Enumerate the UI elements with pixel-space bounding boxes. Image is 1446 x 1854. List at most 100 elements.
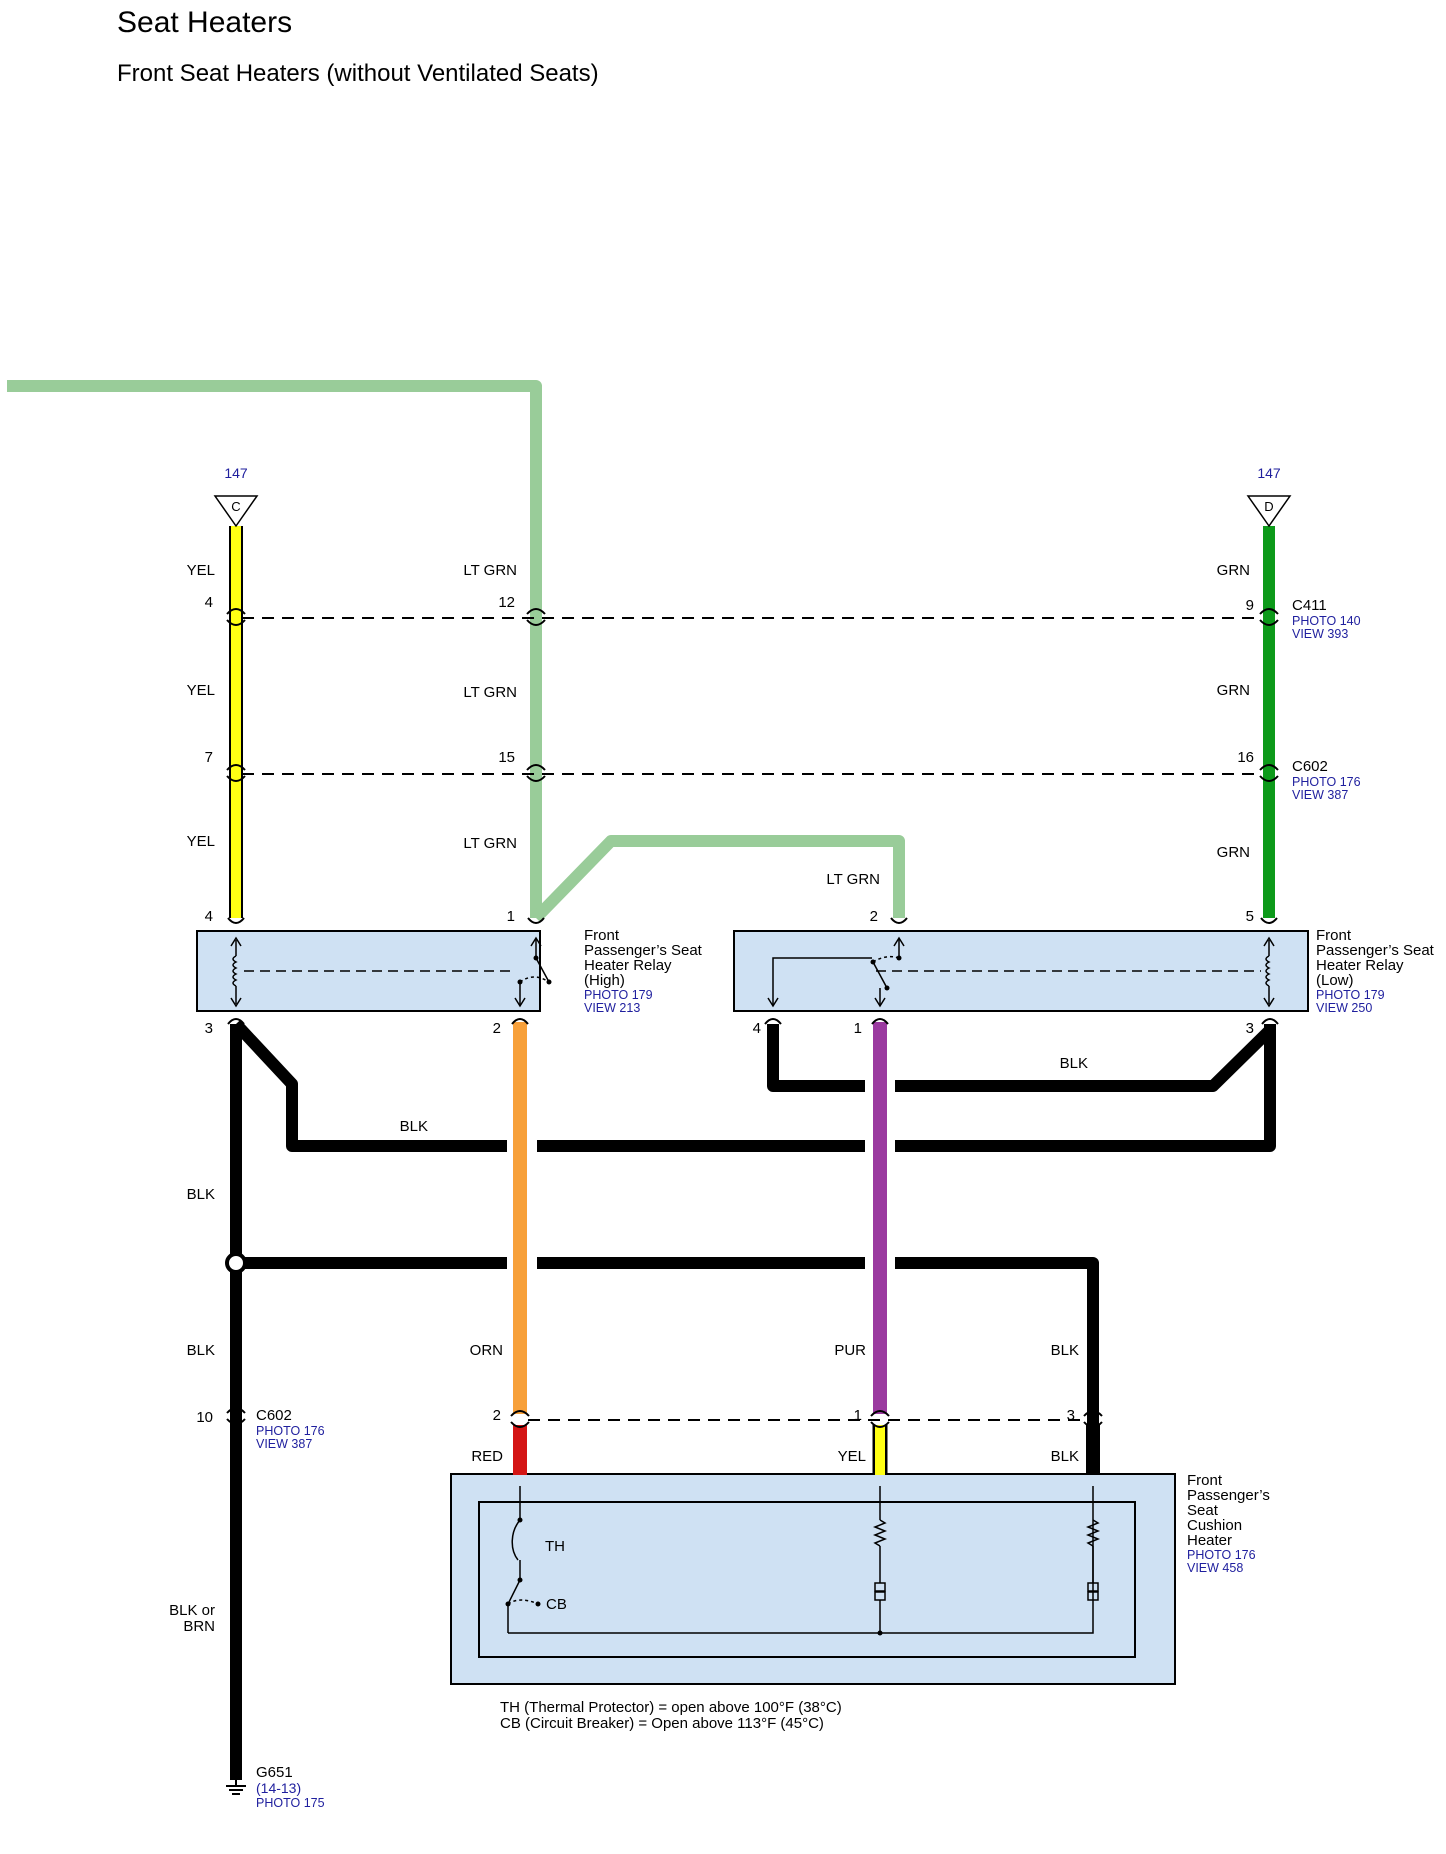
blk-wire-low-4: [767, 1024, 1275, 1092]
svg-text:2: 2: [870, 908, 878, 925]
svg-text:3: 3: [1246, 1020, 1254, 1037]
feed-left-letter: C: [231, 499, 240, 514]
svg-text:VIEW 250: VIEW 250: [1316, 1001, 1372, 1015]
svg-text:2: 2: [493, 1020, 501, 1037]
relay-high-label[interactable]: Front Passenger’s Seat Heater Relay (Hig…: [584, 927, 703, 1015]
svg-text:PHOTO 179: PHOTO 179: [1316, 988, 1385, 1002]
svg-text:4: 4: [753, 1020, 761, 1037]
svg-text:YEL: YEL: [187, 833, 215, 850]
svg-text:BLK: BLK: [187, 1342, 215, 1359]
ltgrn-wire-main: [7, 380, 542, 918]
svg-text:Passenger’s: Passenger’s: [1187, 1487, 1270, 1504]
svg-text:Front: Front: [584, 927, 620, 944]
svg-text:BLK or: BLK or: [169, 1602, 215, 1619]
feed-triangle-left-icon: [213, 495, 259, 528]
c602-right-view: VIEW 387: [1292, 788, 1348, 802]
svg-text:GRN: GRN: [1217, 844, 1250, 861]
svg-text:LT GRN: LT GRN: [463, 562, 517, 579]
feed-right-ref: 147: [1257, 465, 1281, 481]
feed-triangle-right-icon: [1246, 495, 1292, 528]
svg-text:RED: RED: [471, 1448, 503, 1465]
connector-c602-left[interactable]: C602 PHOTO 176 VIEW 387: [256, 1407, 325, 1451]
connector-c411[interactable]: C411 PHOTO 140 VIEW 393: [1292, 597, 1361, 641]
svg-text:Heater: Heater: [1187, 1532, 1232, 1549]
c411-photo: PHOTO 140: [1292, 614, 1361, 628]
svg-text:5: 5: [1246, 908, 1254, 925]
svg-text:1: 1: [507, 908, 515, 925]
svg-text:LT GRN: LT GRN: [826, 871, 880, 888]
c602-left-name: C602: [256, 1407, 292, 1424]
c411-name: C411: [1292, 597, 1327, 614]
svg-text:BLK: BLK: [1060, 1055, 1088, 1072]
svg-text:4: 4: [205, 908, 213, 925]
feed-left-ref: 147: [224, 465, 248, 481]
svg-text:1: 1: [854, 1020, 862, 1037]
relay-high-internals: [230, 936, 550, 1008]
svg-text:BRN: BRN: [183, 1618, 215, 1635]
svg-text:Passenger’s Seat: Passenger’s Seat: [1316, 942, 1435, 959]
svg-text:LT GRN: LT GRN: [463, 684, 517, 701]
relay-low-internals: [767, 936, 1275, 1008]
wire-labels: YEL YEL YEL LT GRN LT GRN LT GRN LT GRN …: [169, 562, 1250, 1635]
svg-text:Heater Relay: Heater Relay: [1316, 957, 1404, 974]
svg-text:GRN: GRN: [1217, 682, 1250, 699]
svg-text:BLK: BLK: [1051, 1342, 1079, 1359]
svg-text:BLK: BLK: [400, 1118, 428, 1135]
svg-text:ORN: ORN: [470, 1342, 503, 1359]
svg-text:PHOTO 179: PHOTO 179: [584, 988, 653, 1002]
svg-text:4: 4: [205, 594, 213, 611]
splice-point: [225, 1252, 247, 1274]
relay-low-label[interactable]: Front Passenger’s Seat Heater Relay (Low…: [1316, 927, 1435, 1015]
relay-pins: [227, 917, 1279, 1025]
connector-c602-right[interactable]: C602 PHOTO 176 VIEW 387: [1292, 758, 1361, 802]
wire-crossings: [507, 1079, 895, 1270]
svg-text:7: 7: [205, 749, 213, 766]
svg-text:YEL: YEL: [838, 1448, 866, 1465]
svg-text:G651: G651: [256, 1764, 293, 1781]
ltgrn-wires[interactable]: [7, 380, 905, 923]
feed-right[interactable]: D 147: [1246, 465, 1292, 528]
feed-left[interactable]: C 147: [213, 465, 259, 528]
svg-text:Passenger’s Seat: Passenger’s Seat: [584, 942, 703, 959]
svg-text:Front: Front: [1187, 1472, 1223, 1489]
heater-box[interactable]: [450, 1473, 1176, 1685]
ground-icon: [226, 1768, 246, 1795]
svg-text:12: 12: [498, 594, 515, 611]
svg-text:VIEW 213: VIEW 213: [584, 1001, 640, 1015]
svg-text:Cushion: Cushion: [1187, 1517, 1242, 1534]
svg-text:10: 10: [196, 1409, 213, 1426]
svg-text:VIEW 458: VIEW 458: [1187, 1561, 1243, 1575]
pin-numbers: 4 12 9 7 15 16 4 1 3 2 2 5 4 1 3 10 2 1 …: [196, 594, 1254, 1426]
svg-text:2: 2: [493, 1407, 501, 1424]
svg-text:LT GRN: LT GRN: [463, 835, 517, 852]
blk-wire-heater: [236, 1257, 1099, 1475]
svg-text:Front: Front: [1316, 927, 1352, 944]
note-th: TH (Thermal Protector) = open above 100°…: [500, 1699, 842, 1716]
c602-right-name: C602: [1292, 758, 1328, 775]
c602-left-photo: PHOTO 176: [256, 1424, 325, 1438]
cb-label: CB: [546, 1596, 567, 1613]
svg-text:GRN: GRN: [1217, 562, 1250, 579]
svg-text:3: 3: [205, 1020, 213, 1037]
note-cb: CB (Circuit Breaker) = Open above 113°F …: [500, 1715, 824, 1732]
c602-right-photo: PHOTO 176: [1292, 775, 1361, 789]
svg-text:PUR: PUR: [834, 1342, 866, 1359]
heater-inner-box: [478, 1501, 1136, 1658]
svg-text:15: 15: [498, 749, 515, 766]
svg-text:BLK: BLK: [187, 1186, 215, 1203]
svg-text:(High): (High): [584, 972, 625, 989]
svg-text:PHOTO 176: PHOTO 176: [1187, 1548, 1256, 1562]
svg-text:(14-13): (14-13): [256, 1780, 301, 1796]
page-subtitle: Front Seat Heaters (without Ventilated S…: [117, 60, 599, 87]
feed-right-letter: D: [1264, 499, 1273, 514]
ltgrn-wire-jumper: [531, 835, 905, 923]
th-label: TH: [545, 1538, 565, 1555]
ground-label[interactable]: G651 (14-13) PHOTO 175: [256, 1764, 325, 1810]
connector-dash-lines: [242, 617, 1260, 1421]
heater-label[interactable]: Front Passenger’s Seat Cushion Heater PH…: [1187, 1472, 1270, 1575]
relay-high-box[interactable]: [196, 930, 541, 1012]
svg-text:BLK: BLK: [1051, 1448, 1079, 1465]
blk-wire-relay-bridge: [231, 1019, 1276, 1152]
svg-text:PHOTO 175: PHOTO 175: [256, 1796, 325, 1810]
